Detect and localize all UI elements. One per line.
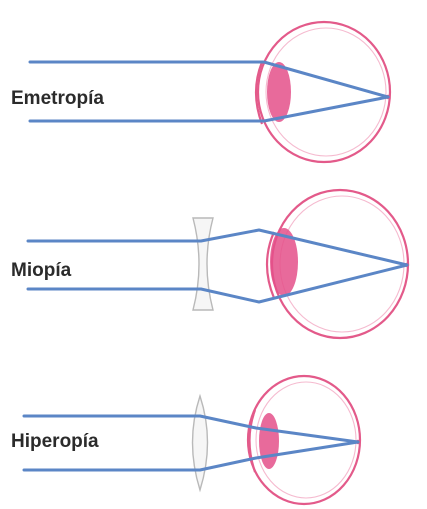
eye-miopia (267, 190, 409, 338)
crystalline-lens (267, 62, 291, 122)
convex-lens (193, 396, 208, 490)
panel-miopia: Miopía (11, 190, 409, 338)
label-emetropia: Emetropía (11, 88, 104, 109)
concave-lens (193, 218, 213, 310)
panel-emetropia: Emetropía (11, 22, 390, 162)
ray-bottom (28, 265, 407, 302)
crystalline-lens (259, 413, 279, 469)
label-miopia: Miopía (11, 260, 72, 281)
label-hiperopia: Hiperopía (11, 431, 99, 452)
ray-top (28, 230, 407, 265)
panel-hiperopia: Hiperopía (11, 376, 360, 504)
